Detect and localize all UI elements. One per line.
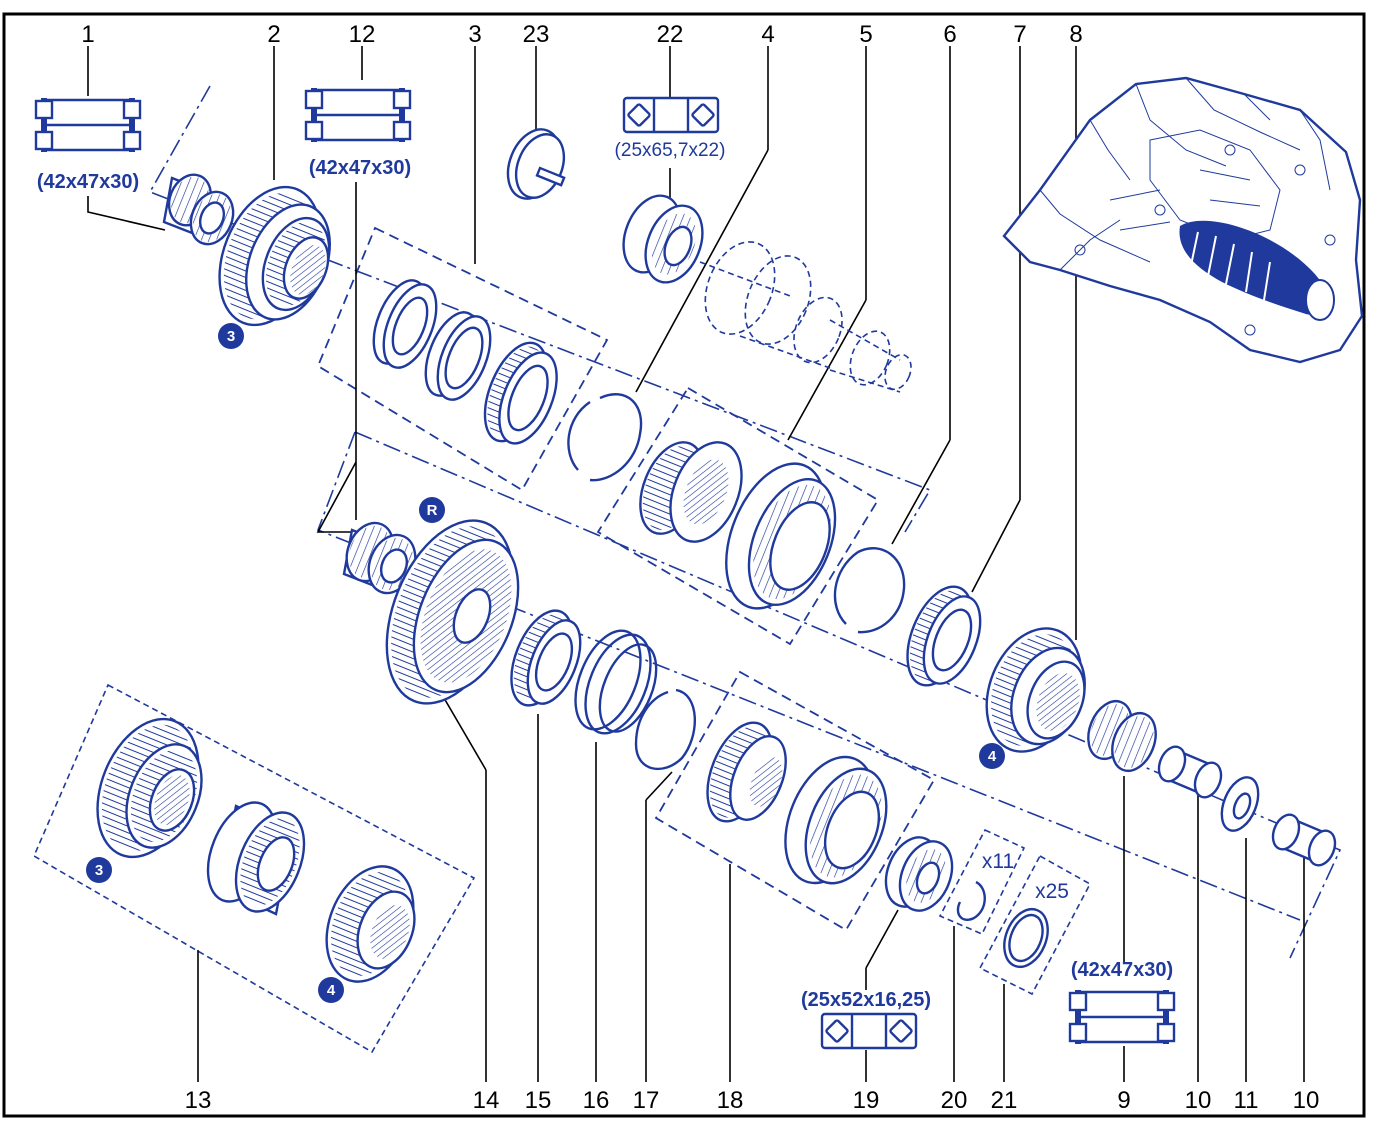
cone-ring-part-16 (574, 629, 658, 735)
axis-lower-return (354, 431, 1342, 959)
synchro-kit-part-3 (372, 279, 558, 445)
gear-4-badge-text: 4 (988, 748, 997, 765)
circlip-part-17 (634, 688, 696, 771)
group-box-20 (938, 828, 1026, 936)
label-3: 3 (468, 21, 481, 48)
gearbox-housing-illustration (1002, 76, 1364, 364)
synchro-hub-part-18 (706, 721, 888, 885)
phantom-shaft (699, 241, 912, 393)
label-9: 9 (1117, 1087, 1130, 1114)
small-circlip-part-20 (956, 880, 986, 921)
label-12: 12 (349, 21, 376, 48)
reverse-badge (419, 497, 445, 523)
label-20: 20 (941, 1087, 968, 1114)
quantity-x25: x25 (1035, 880, 1069, 903)
bearing-dim-19: (25x52x16,25) (801, 989, 931, 1011)
label-10a: 10 (1185, 1087, 1212, 1114)
label-16: 16 (583, 1087, 610, 1114)
group-box-5 (596, 386, 880, 646)
gear-3-badge-kit-text: 3 (95, 862, 103, 879)
needle-bearing-icon-12 (304, 86, 412, 144)
label-7: 7 (1013, 21, 1026, 48)
bearing-dim-12: (42x47x30) (309, 157, 411, 179)
label-11: 11 (1234, 1087, 1259, 1114)
label-4: 4 (761, 21, 774, 48)
needle-bearing-part-9 (1087, 699, 1157, 773)
bushing-part-10a (1157, 745, 1223, 799)
gear-3-badge-top (218, 323, 244, 349)
label-15: 15 (525, 1087, 552, 1114)
ball-bearing-part-19 (884, 836, 954, 912)
bearing-dim-1: (42x47x30) (37, 171, 139, 193)
gear-part-8 (985, 627, 1086, 753)
gear-3-badge-text: 3 (227, 328, 235, 345)
label-14: 14 (473, 1087, 500, 1114)
label-22: 22 (657, 21, 684, 48)
top-labels: 1 2 12 3 23 22 4 5 6 7 8 (81, 21, 1082, 48)
gear-4-badge-right (979, 743, 1005, 769)
quantity-x11: x11 (982, 850, 1014, 873)
circlip-part-4 (567, 393, 643, 482)
group-box-21 (978, 854, 1092, 996)
bushing-part-10b (1271, 813, 1337, 867)
reverse-gear-part-14 (385, 519, 520, 705)
ball-bearing-part-22 (622, 194, 704, 284)
label-5: 5 (859, 21, 872, 48)
needle-bearing-icon-9 (1068, 988, 1176, 1046)
label-18: 18 (717, 1087, 744, 1114)
axis-upper (148, 85, 932, 533)
shim-part-21 (1003, 907, 1049, 969)
thrust-washer-part-11 (1220, 776, 1260, 832)
bearing-dim-9: (42x47x30) (1071, 959, 1173, 981)
ball-bearing-icon-19 (820, 1012, 918, 1050)
label-21: 21 (991, 1087, 1018, 1114)
label-8: 8 (1069, 21, 1082, 48)
group-box-18 (654, 670, 936, 932)
reverse-badge-text: R (427, 502, 438, 519)
axis-lower (316, 431, 1301, 921)
bearing-dim-22: (25x65,7x22) (615, 140, 726, 161)
label-2: 2 (267, 21, 280, 48)
label-23: 23 (523, 21, 550, 48)
label-13: 13 (185, 1087, 212, 1114)
label-19: 19 (853, 1087, 880, 1114)
synchro-ring-part-15 (510, 609, 582, 707)
needle-bearing-part-1 (162, 173, 235, 246)
needle-bearing-icon-1 (34, 96, 142, 154)
synchro-ring-part-7 (906, 585, 982, 687)
synchro-hub-part-5 (639, 441, 837, 610)
diagram-frame (2, 12, 1366, 1118)
label-10b: 10 (1293, 1087, 1320, 1114)
gear-kit-part-13 (96, 717, 416, 983)
ball-bearing-icon-22 (622, 96, 720, 134)
gear-part-2 (218, 185, 331, 327)
gear-4-badge-kit (318, 977, 344, 1003)
gear-4-badge-kit-text: 4 (327, 982, 336, 999)
group-box-13 (32, 683, 476, 1054)
circlip-part-6 (833, 547, 906, 634)
bottom-labels: 13 14 15 16 17 18 19 20 21 9 10 11 10 (185, 1087, 1320, 1114)
label-1: 1 (81, 21, 94, 48)
label-17: 17 (633, 1087, 660, 1114)
needle-bearing-part-12 (342, 521, 417, 595)
gear-3-badge-kit (86, 857, 112, 883)
flange-part-23 (506, 128, 566, 200)
label-6: 6 (943, 21, 956, 48)
